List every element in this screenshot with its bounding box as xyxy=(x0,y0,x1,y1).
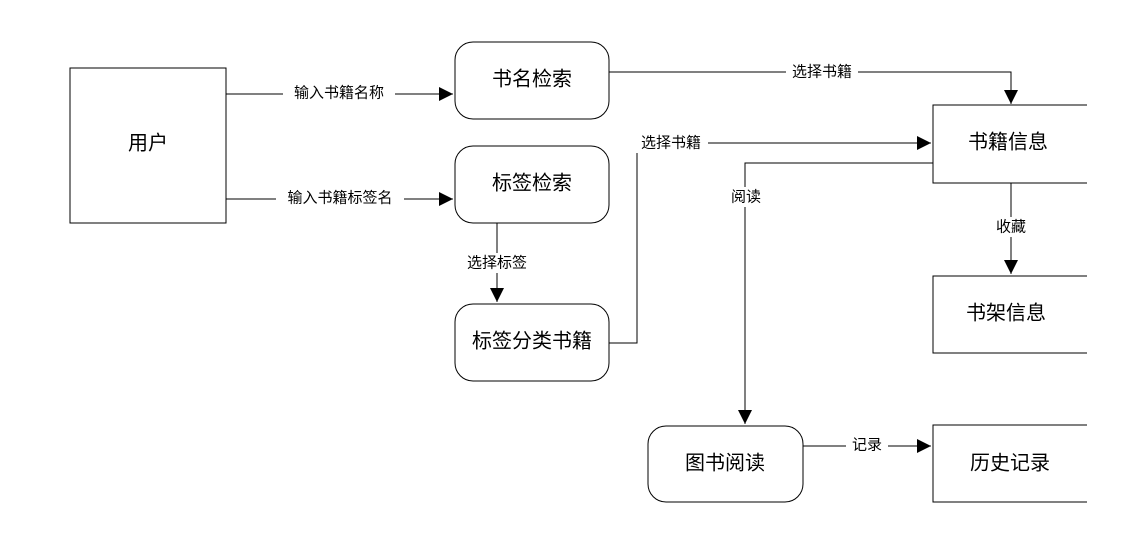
book-info-label: 书籍信息 xyxy=(968,130,1048,154)
shelf-info-label: 书架信息 xyxy=(966,301,1046,325)
title-search-process xyxy=(454,41,610,120)
book-reading-process xyxy=(647,425,804,503)
edge-label-input-tag-name: 输入书籍标签名 xyxy=(287,189,392,207)
user-entity xyxy=(69,67,227,224)
title-search-label: 书名检索 xyxy=(492,67,572,91)
edge-book-info-to-reading xyxy=(738,162,937,424)
history-label: 历史记录 xyxy=(970,451,1050,475)
edge-label-read: 阅读 xyxy=(731,188,761,206)
user-entity-label: 用户 xyxy=(128,131,168,155)
tag-search-label: 标签检索 xyxy=(492,171,572,195)
shelf-info-store xyxy=(932,275,1087,354)
book-reading-label: 图书阅读 xyxy=(685,451,765,475)
history-store xyxy=(932,424,1087,503)
edge-label-favorite: 收藏 xyxy=(996,218,1026,236)
tag-books-process xyxy=(454,303,610,382)
book-info-store xyxy=(932,104,1087,184)
edge-label-select-book-2: 选择书籍 xyxy=(641,134,701,152)
edge-label-input-book-name: 输入书籍名称 xyxy=(294,84,384,102)
edge-title-search-to-book-info xyxy=(609,71,1018,104)
edge-label-select-book-1: 选择书籍 xyxy=(792,63,852,81)
edge-tag-books-to-book-info xyxy=(609,136,931,344)
tag-search-process xyxy=(454,145,610,224)
tag-books-label: 标签分类书籍 xyxy=(472,329,592,353)
edge-label-record: 记录 xyxy=(852,436,882,454)
edge-label-select-tag: 选择标签 xyxy=(467,254,527,272)
